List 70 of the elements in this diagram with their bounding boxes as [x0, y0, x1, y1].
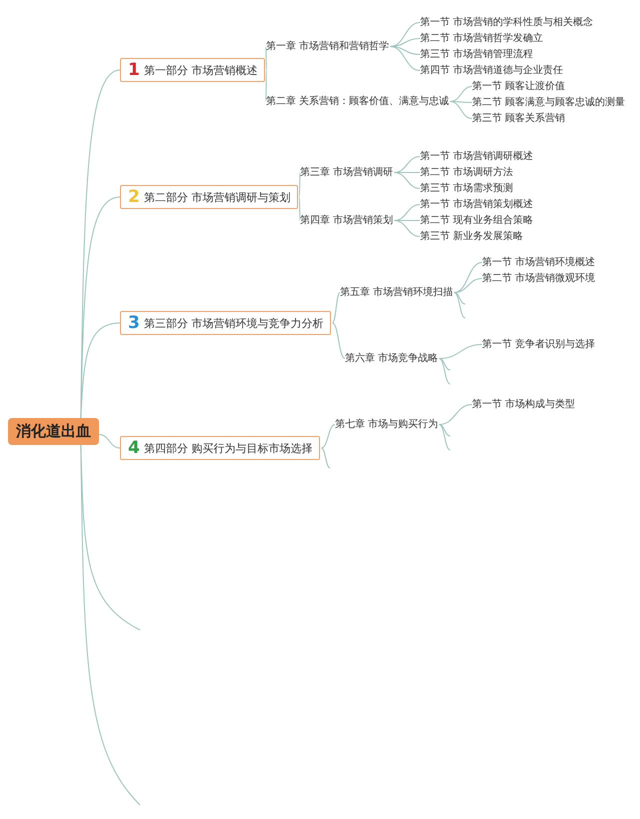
- chapter-label: 第六章 市场竞争战略: [345, 352, 438, 365]
- part-box: [120, 436, 320, 460]
- section-label: 第一节 顾客让渡价值: [472, 80, 566, 93]
- chapter-label: 第三章 市场营销调研: [300, 166, 394, 179]
- branch-line: [80, 444, 140, 806]
- section-label: 第一节 市场构成与类型: [472, 398, 576, 411]
- branch-line: [438, 344, 482, 359]
- branch-line: [394, 204, 420, 221]
- branch-line: [438, 424, 451, 450]
- branch-line: [332, 292, 340, 324]
- chapter-label: 第七章 市场与购买行为: [335, 418, 438, 431]
- branch-line: [394, 220, 420, 221]
- branch-line: [320, 448, 330, 468]
- section-label: 第一节 竞争者识别与选择: [482, 338, 596, 351]
- branch-line: [450, 101, 472, 119]
- branch-line: [394, 172, 420, 173]
- branch-line: [438, 424, 451, 436]
- section-label: 第二节 市场调研方法: [420, 166, 514, 179]
- branch-line: [266, 46, 267, 70]
- section-label: 第三节 新业务发展策略: [420, 230, 524, 243]
- branch-line: [454, 278, 482, 293]
- branch-line: [332, 322, 346, 359]
- branch-line: [394, 172, 420, 189]
- section-label: 第二节 市场营销微观环境: [482, 272, 596, 285]
- section-label: 第三节 顾客关系营销: [472, 112, 566, 125]
- part-title: 第二部分 市场营销调研与策划: [144, 190, 290, 204]
- branch-line: [394, 156, 420, 173]
- branch-line: [298, 196, 300, 221]
- part-box: [120, 185, 298, 209]
- part-title: 第四部分 购买行为与目标市场选择: [144, 440, 312, 456]
- section-label: 第一节 市场营销调研概述: [420, 150, 534, 163]
- branch-line: [390, 22, 420, 47]
- branch-line: [454, 262, 482, 293]
- branch-line: [98, 434, 120, 448]
- section-label: 第四节 市场营销道德与企业责任: [420, 64, 564, 77]
- section-label: 第三节 市场营销管理流程: [420, 48, 534, 61]
- section-label: 第二节 市场营销哲学发确立: [420, 32, 544, 45]
- branch-line: [454, 292, 466, 318]
- section-label: 第一节 市场营销环境概述: [482, 256, 596, 269]
- part-number: 4: [128, 439, 140, 457]
- part-number: 3: [128, 314, 140, 332]
- branch-line: [438, 404, 472, 425]
- branch-line: [450, 101, 472, 103]
- root-topic: 消化道出血: [8, 418, 99, 445]
- part-box: [120, 58, 266, 82]
- part-number: 2: [128, 188, 140, 206]
- section-label: 第二节 顾客满意与顾客忠诚的测量: [472, 96, 626, 109]
- part-box: [120, 311, 332, 335]
- branch-line: [450, 86, 472, 102]
- chapter-label: 第五章 市场营销环境扫描: [340, 286, 454, 299]
- branch-line: [438, 358, 451, 384]
- part-title: 第三部分 市场营销环境与竞争力分析: [144, 316, 324, 330]
- section-label: 第一节 市场营销策划概述: [420, 198, 534, 211]
- chapter-label: 第一章 市场营销和营销哲学: [266, 40, 390, 53]
- branch-line: [438, 358, 451, 370]
- section-label: 第一节 市场营销的学科性质与相关概念: [420, 16, 594, 29]
- branch-line: [320, 424, 336, 448]
- branch-line: [454, 292, 466, 304]
- section-label: 第二节 现有业务组合策略: [420, 214, 534, 227]
- branch-line: [266, 70, 267, 102]
- branch-line: [298, 172, 300, 198]
- section-label: 第三节 市场需求预测: [420, 182, 514, 195]
- chapter-label: 第四章 市场营销策划: [300, 214, 394, 227]
- branch-line: [390, 46, 420, 71]
- branch-line: [80, 322, 120, 418]
- chapter-label: 第二章 关系营销：顾客价值、满意与忠诚: [266, 95, 450, 108]
- branch-line: [394, 220, 420, 237]
- branch-line: [390, 46, 420, 55]
- part-number: 1: [128, 61, 140, 79]
- part-title: 第一部分 市场营销概述: [144, 62, 258, 78]
